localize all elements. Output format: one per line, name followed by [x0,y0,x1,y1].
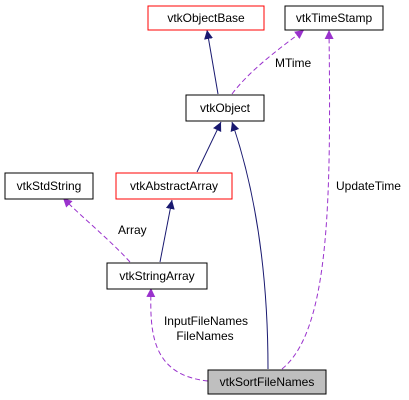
edge-sortfilenames-to-stringarray [146,287,209,382]
inheritance-edges [159,29,269,370]
edge-abstractarray-to-object [196,121,222,173]
edge-label-update-time: UpdateTime [336,179,401,193]
edge-label-file-names: FileNames [176,329,233,343]
edge-sortfilenames-to-object [230,121,269,370]
node-vtk-time-stamp[interactable]: vtkTimeStamp [284,5,384,31]
node-vtk-std-string[interactable]: vtkStdString [4,172,94,200]
node-vtk-sort-file-names[interactable]: vtkSortFileNames [207,369,327,395]
node-label: vtkStdString [17,179,82,193]
edge-stringarray-to-stdstring [62,197,131,263]
node-vtk-object[interactable]: vtkObject [185,94,265,122]
edge-object-to-objectbase [204,29,219,95]
node-label: vtkTimeStamp [296,11,373,25]
node-vtk-abstract-array[interactable]: vtkAbstractArray [115,172,233,200]
usage-edges [62,29,334,382]
edge-label-input-file-names: InputFileNames [164,314,248,328]
edge-stringarray-to-abstractarray [159,199,175,263]
node-label: vtkSortFileNames [220,375,315,389]
node-label: vtkObject [200,101,251,115]
node-label: vtkAbstractArray [130,179,218,193]
edge-label-array: Array [118,223,147,237]
edge-label-mtime: MTime [275,56,312,70]
node-vtk-object-base[interactable]: vtkObjectBase [147,5,265,31]
node-label: vtkStringArray [119,269,194,283]
node-label: vtkObjectBase [167,11,245,25]
edge-object-to-timestamp [231,29,305,95]
edge-sortfilenames-to-timestamp [281,29,334,370]
node-vtk-string-array[interactable]: vtkStringArray [106,262,208,290]
